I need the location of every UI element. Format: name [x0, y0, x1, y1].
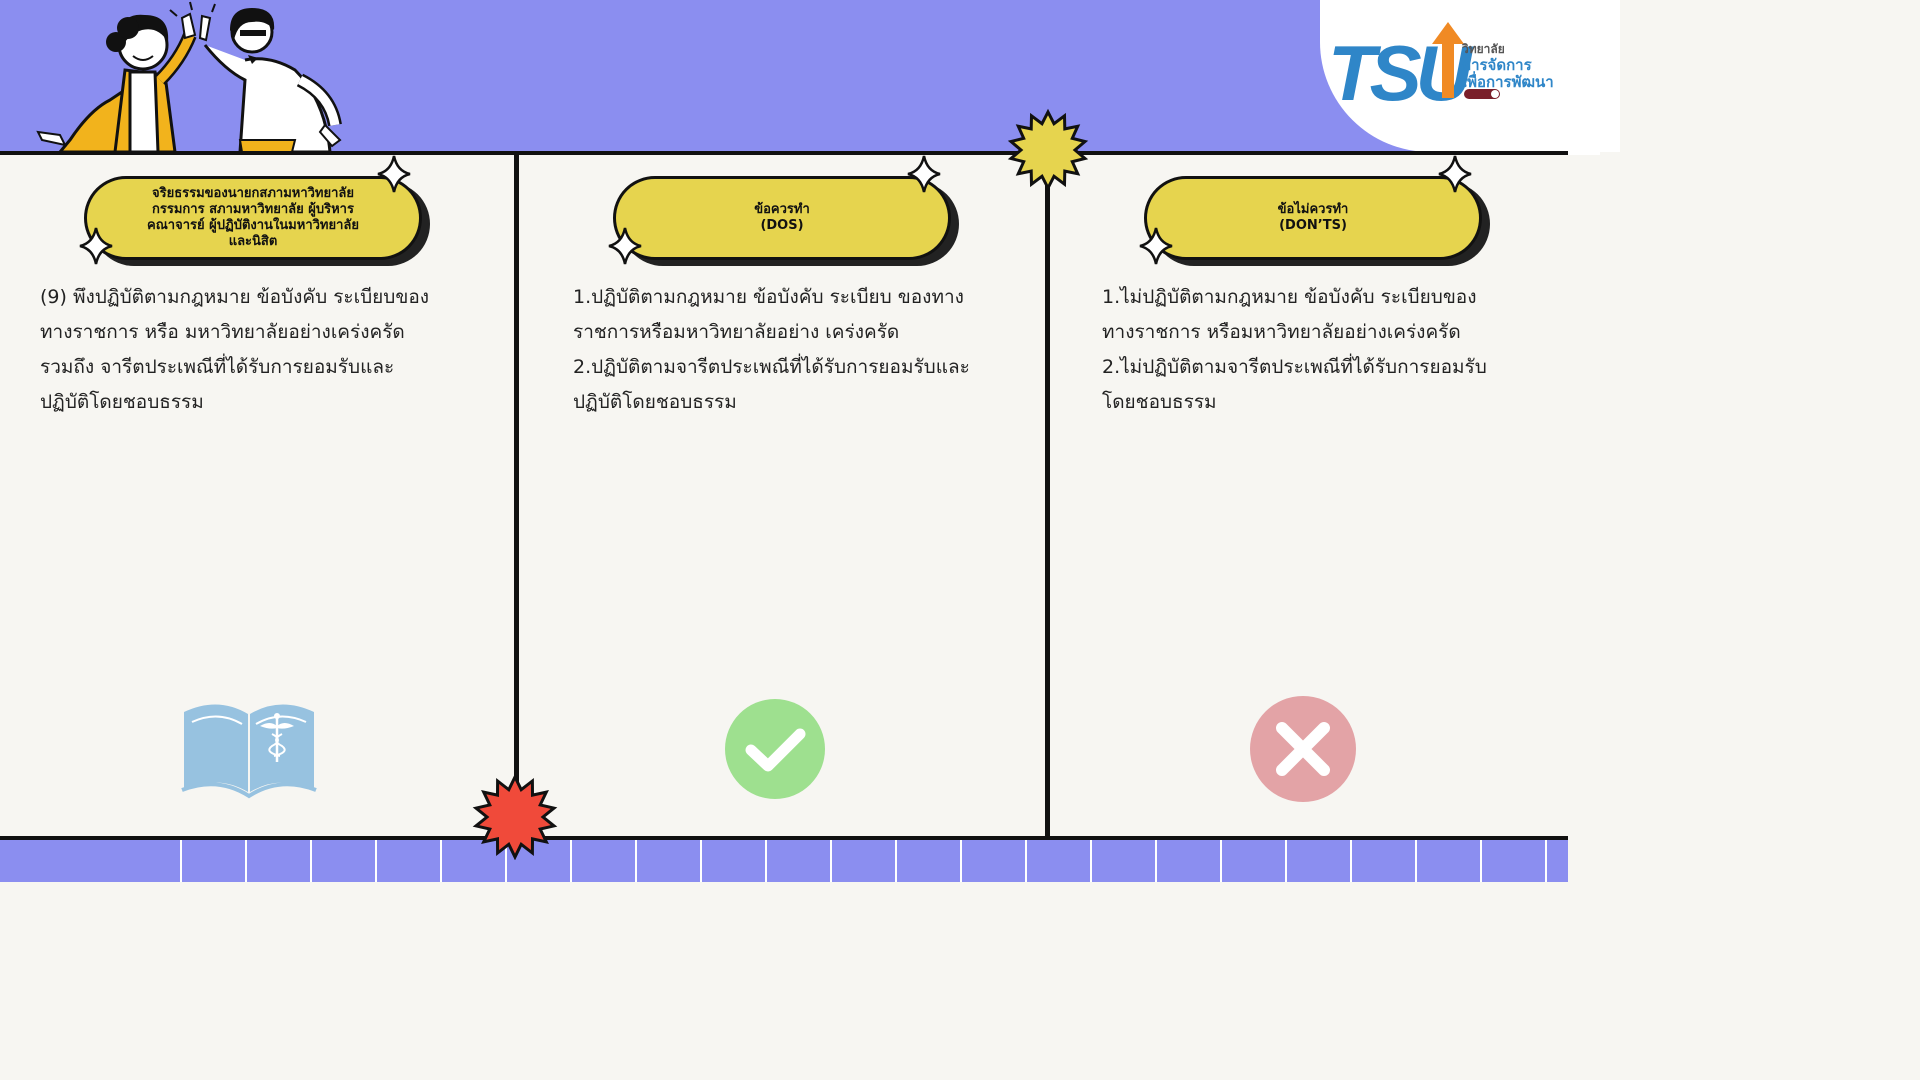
dos-body: 1.ปฏิบัติตามกฎหมาย ข้อบังคับ ระเบียบ ของ…: [573, 286, 970, 413]
yellow-starburst-icon: [1007, 108, 1089, 192]
band-tick: [440, 840, 442, 882]
band-tick: [1350, 840, 1352, 882]
sparkle-icon: [79, 227, 113, 265]
bottom-divider: [0, 836, 1568, 840]
sparkle-icon: [1139, 227, 1173, 265]
band-tick: [245, 840, 247, 882]
band-tick: [895, 840, 897, 882]
band-tick: [1480, 840, 1482, 882]
donts-body: 1.ไม่ปฏิบัติตามกฎหมาย ข้อบังคับ ระเบียบข…: [1102, 286, 1487, 413]
band-tick: [1415, 840, 1417, 882]
donts-heading-pill: ข้อไม่ควรทำ (DON’TS): [1144, 176, 1482, 260]
dos-heading-pill: ข้อควรทำ (DOS): [613, 176, 951, 260]
ethics-heading: จริยธรรมของนายกสภามหาวิทยาลัย กรรมการ สภ…: [147, 186, 359, 249]
band-tick: [700, 840, 702, 882]
logo-line-3: เพื่อการพัฒนา: [1462, 74, 1554, 91]
red-starburst-icon: [472, 774, 558, 860]
band-tick: [1025, 840, 1027, 882]
band-tick: [1090, 840, 1092, 882]
cross-circle-icon: [1250, 696, 1356, 802]
logo-toggle-icon: [1464, 89, 1500, 99]
top-divider: [0, 151, 1568, 155]
band-tick: [570, 840, 572, 882]
band-tick: [375, 840, 377, 882]
band-tick: [765, 840, 767, 882]
ethics-body: (9) พึงปฏิบัติตามกฎหมาย ข้อบังคับ ระเบีย…: [40, 286, 430, 413]
column-divider-1: [514, 153, 519, 838]
band-tick: [830, 840, 832, 882]
band-tick: [1155, 840, 1157, 882]
logo-background-wave: [1420, 95, 1600, 155]
band-tick: [635, 840, 637, 882]
donts-heading: ข้อไม่ควรทำ (DON’TS): [1277, 202, 1349, 233]
band-tick: [960, 840, 962, 882]
band-tick: [505, 840, 507, 882]
sparkle-icon: [608, 227, 642, 265]
check-circle-icon: [725, 699, 825, 799]
sparkle-icon: [907, 155, 941, 193]
logo-arrow-icon: [1432, 22, 1464, 98]
sparkle-icon: [377, 155, 411, 193]
band-tick: [180, 840, 182, 882]
bottom-band: [0, 839, 1568, 882]
ethics-heading-pill: จริยธรรมของนายกสภามหาวิทยาลัย กรรมการ สภ…: [84, 176, 422, 260]
band-tick: [1545, 840, 1547, 882]
column-divider-2: [1045, 153, 1050, 838]
logo-line-1: วิทยาลัย: [1462, 42, 1505, 56]
band-tick: [310, 840, 312, 882]
band-tick: [1220, 840, 1222, 882]
sparkle-icon: [1438, 155, 1472, 193]
open-book-caduceus-icon: [181, 704, 317, 799]
band-tick: [1285, 840, 1287, 882]
dos-heading: ข้อควรทำ (DOS): [754, 202, 810, 233]
logo-line-2: การจัดการ: [1462, 57, 1532, 74]
high-five-illustration: [36, 1, 342, 152]
